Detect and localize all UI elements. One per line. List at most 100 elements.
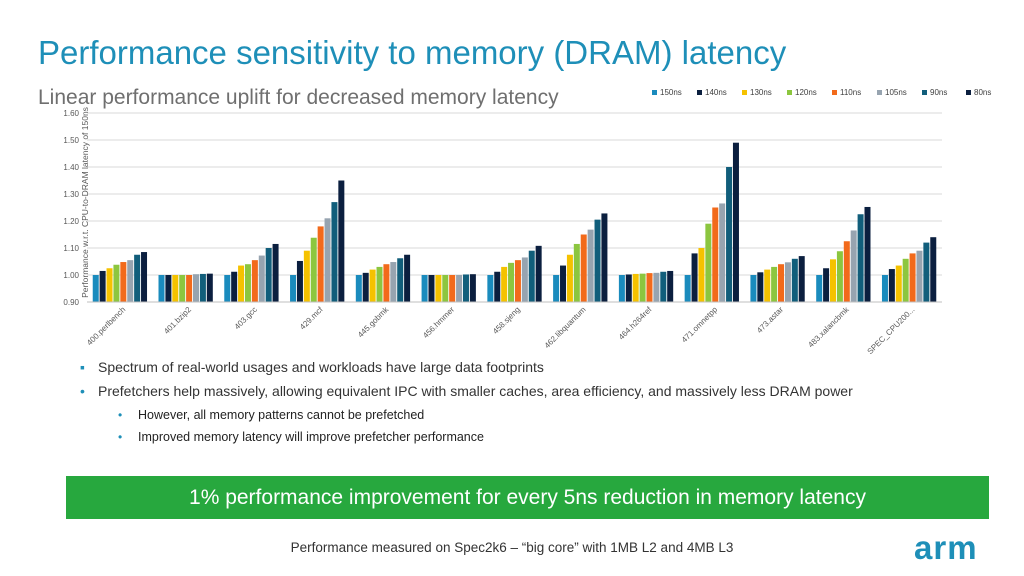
bar xyxy=(909,253,916,302)
y-tick-label: 1.40 xyxy=(63,163,79,172)
legend-label: 120ns xyxy=(795,88,817,97)
bar xyxy=(462,274,469,302)
bar xyxy=(632,273,639,302)
y-tick-label: 0.90 xyxy=(63,298,79,307)
bullet-marker: ▪ xyxy=(80,359,85,375)
x-tick-label: 458.sjeng xyxy=(491,305,522,336)
bar xyxy=(120,262,127,302)
bar xyxy=(587,229,594,302)
x-tick-label: 429.mcf xyxy=(298,305,325,332)
bar xyxy=(580,234,587,302)
bar xyxy=(487,275,494,302)
bar xyxy=(601,213,608,302)
legend-label: 140ns xyxy=(705,88,727,97)
bar xyxy=(916,250,923,302)
legend-label: 105ns xyxy=(885,88,907,97)
bar xyxy=(179,275,186,302)
bar xyxy=(829,259,836,302)
bar xyxy=(251,260,258,302)
bar xyxy=(442,275,449,302)
bar xyxy=(324,218,331,302)
bar xyxy=(244,264,251,302)
legend-swatch xyxy=(832,90,837,95)
bar xyxy=(134,254,141,302)
bar xyxy=(528,250,535,302)
bar xyxy=(172,275,179,302)
bar xyxy=(317,226,324,302)
bar xyxy=(639,273,646,302)
bar xyxy=(158,275,165,302)
bar xyxy=(888,269,895,302)
bar xyxy=(92,275,99,302)
bar xyxy=(428,275,435,302)
y-tick-label: 1.50 xyxy=(63,136,79,145)
x-tick-label: 464.h264ref xyxy=(617,305,654,342)
bar xyxy=(881,275,888,302)
bar xyxy=(469,274,476,302)
footnote: Performance measured on Spec2k6 – “big c… xyxy=(290,540,734,555)
y-axis-label: Performance w.r.t. CPU-to-DRAM latency o… xyxy=(80,107,90,298)
legend-swatch xyxy=(697,90,702,95)
bar xyxy=(355,275,362,302)
x-tick-label: 456.hmmer xyxy=(421,305,456,340)
x-tick-label: 403.gcc xyxy=(233,305,259,331)
bar xyxy=(843,241,850,302)
bar xyxy=(435,275,442,302)
bar xyxy=(923,242,930,302)
bar xyxy=(667,270,674,302)
bar xyxy=(625,274,632,302)
bar xyxy=(106,268,113,302)
sub-bullet-item: •However, all memory patterns cannot be … xyxy=(118,405,893,427)
bar xyxy=(684,275,691,302)
bar xyxy=(823,268,830,302)
bullet-list: ▪Spectrum of real-world usages and workl… xyxy=(80,357,853,449)
bar xyxy=(778,264,785,302)
bar xyxy=(494,271,501,302)
bar xyxy=(331,202,338,302)
legend-swatch xyxy=(652,90,657,95)
bar xyxy=(186,275,193,302)
bar xyxy=(566,254,573,302)
legend-label: 80ns xyxy=(974,88,991,97)
bar xyxy=(895,265,902,302)
bar xyxy=(712,207,719,302)
y-tick-label: 1.00 xyxy=(63,271,79,280)
bar xyxy=(449,275,456,302)
y-tick-label: 1.10 xyxy=(63,244,79,253)
y-tick-label: 1.20 xyxy=(63,217,79,226)
bar xyxy=(310,237,317,302)
bar xyxy=(127,260,134,302)
bar xyxy=(791,258,798,302)
bar xyxy=(573,243,580,302)
bullet-text: However, all memory patterns cannot be p… xyxy=(138,408,425,422)
x-tick-label: 462.libquantum xyxy=(543,305,588,350)
bullet-item: ▪Spectrum of real-world usages and workl… xyxy=(80,357,853,381)
bar xyxy=(691,253,698,302)
bar xyxy=(231,271,238,302)
x-tick-label: 471.omnetpp xyxy=(680,305,720,345)
bar xyxy=(199,273,206,302)
bullet-text: Prefetchers help massively, allowing equ… xyxy=(98,383,853,399)
bullet-text: Improved memory latency will improve pre… xyxy=(138,430,484,444)
bullet-item: •Prefetchers help massively, allowing eq… xyxy=(80,381,853,405)
bar xyxy=(850,230,857,302)
legend-swatch xyxy=(966,90,971,95)
bar xyxy=(726,167,733,302)
bar xyxy=(456,275,463,302)
bar xyxy=(514,260,521,302)
bar xyxy=(501,266,508,302)
bar xyxy=(553,275,560,302)
bar xyxy=(258,255,265,302)
bar xyxy=(369,269,376,302)
bar xyxy=(719,203,726,302)
bar xyxy=(653,272,660,302)
bar xyxy=(798,256,805,302)
bar xyxy=(660,271,667,302)
bar xyxy=(383,264,390,302)
bar xyxy=(784,262,791,302)
bar xyxy=(857,214,864,302)
bar xyxy=(404,254,411,302)
y-tick-label: 1.30 xyxy=(63,190,79,199)
legend-label: 150ns xyxy=(660,88,682,97)
